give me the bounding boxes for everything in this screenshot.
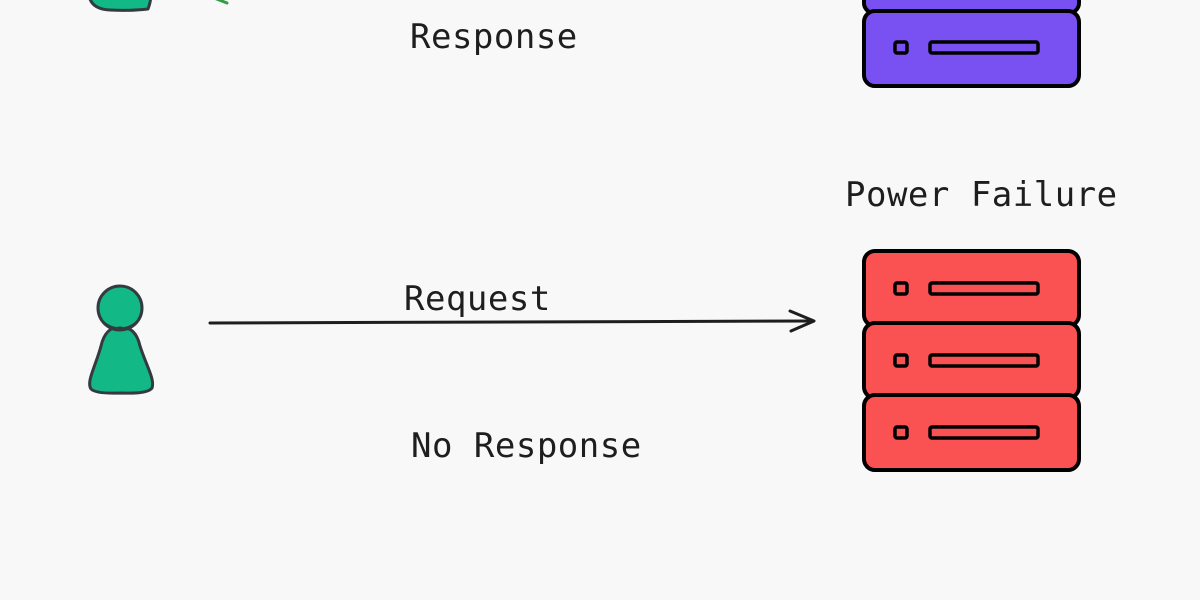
failed-server-led-1 — [893, 281, 909, 296]
failed-server-led-2 — [893, 353, 909, 368]
top-response-arrow — [215, 0, 229, 5]
failed-server-led-3 — [893, 425, 909, 440]
no-response-label: No Response — [411, 426, 642, 466]
top-server-icon — [862, 0, 1081, 88]
failed-server-slot-2 — [928, 353, 1040, 368]
top-response-label: Response — [410, 17, 578, 57]
failed-server-icon — [862, 249, 1081, 472]
user-icon — [88, 284, 155, 395]
top-server-slot — [928, 40, 1040, 55]
failed-server-slot-3 — [928, 425, 1040, 440]
top-user-icon — [88, 0, 152, 12]
failed-server-slot-1 — [928, 281, 1040, 296]
power-failure-label: Power Failure — [845, 175, 1118, 215]
request-label: Request — [404, 279, 551, 319]
top-server-led — [893, 40, 909, 55]
request-arrow — [208, 309, 816, 333]
